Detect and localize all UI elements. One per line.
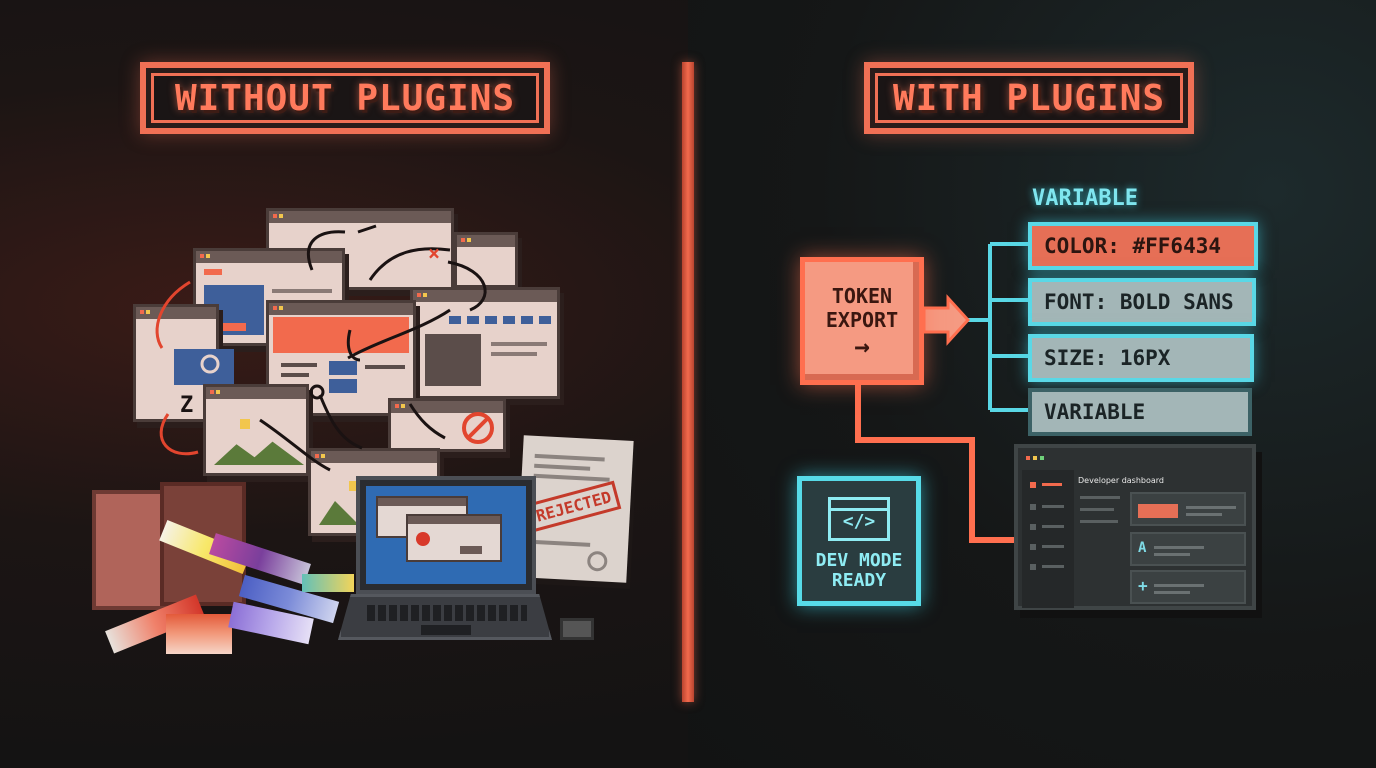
dev-mode-line2: READY [831,570,887,591]
token-variable-property: VARIABLE [1028,388,1252,436]
color-swatch-fan [302,574,354,592]
dashboard-card [1130,492,1246,526]
mock-window [388,398,506,452]
dev-mode-line1: DEV MODE [815,550,903,571]
mock-window [203,384,309,476]
without-plugins-heading: WITHOUT PLUGINS [140,62,550,134]
mock-window [410,287,560,399]
mock-window [454,232,518,288]
token-export-box: TOKEN EXPORT → [800,257,924,385]
token-font-property: FONT: BOLD SANS [1028,278,1256,326]
error-dialog [406,514,502,562]
color-swatch-fan [166,614,232,654]
token-export-line2: EXPORT [825,308,899,332]
center-divider [682,62,694,702]
svg-text:Z: Z [180,393,193,418]
svg-text:×: × [428,241,440,265]
developer-dashboard: Developer dashboard A + [1014,444,1256,610]
variable-heading: VARIABLE [1032,186,1138,211]
dashboard-sidebar [1022,470,1074,608]
dashboard-card: A [1130,532,1246,566]
dev-mode-ready-card: </> DEV MODE READY [797,476,921,606]
with-plugins-heading: WITH PLUGINS [864,62,1194,134]
token-size-property: SIZE: 16PX [1028,334,1254,382]
mouse [560,618,594,640]
code-icon: </> [828,497,890,541]
laptop-keyboard [338,594,552,640]
dashboard-card: + [1130,570,1246,604]
arrow-right-icon: → [854,332,870,362]
token-color-property: COLOR: #FF6434 [1028,222,1258,270]
dashboard-title: Developer dashboard [1078,476,1165,485]
window-controls [1026,456,1030,460]
laptop [356,476,536,594]
token-export-line1: TOKEN [831,284,893,308]
